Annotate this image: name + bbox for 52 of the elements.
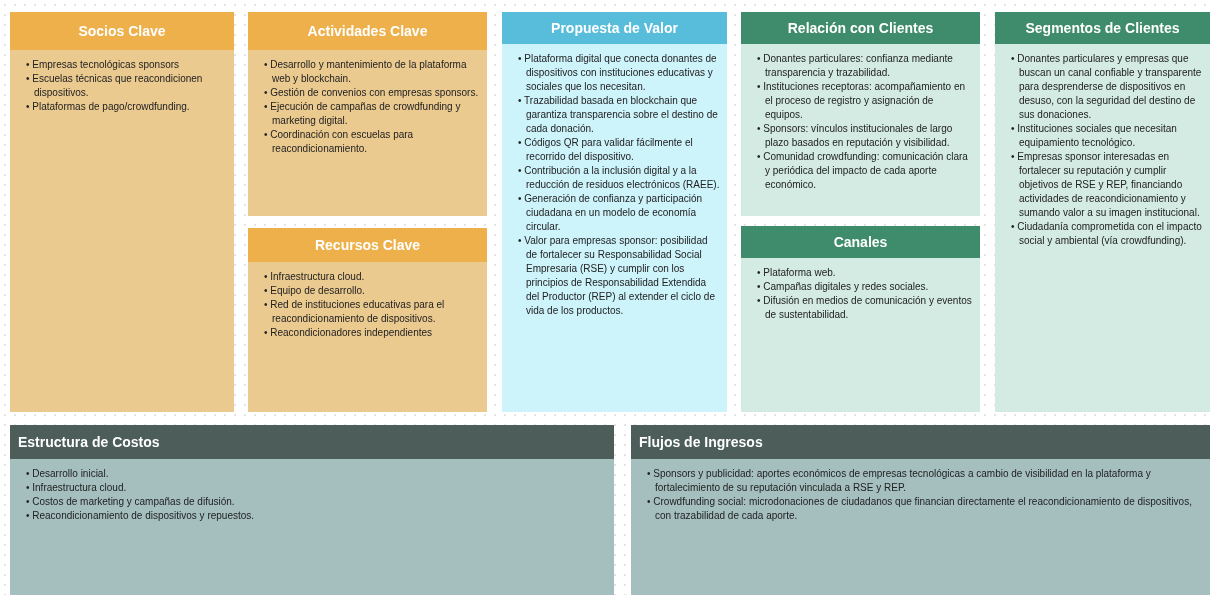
card-heading: Socios Clave xyxy=(10,12,234,50)
bullet-item: • Instituciones receptoras: acompañamiento en el proceso de registro y asignación de equipos. xyxy=(757,80,967,122)
bullet-item: • Valor para empresas sponsor: posibilidad de fortalecer su Responsabilidad Social Empresaria (RSE) y cumplir con los principios de Responsabilidad Extendida del Productor (REP) al extender el ciclo de vida de los productos. xyxy=(518,234,716,318)
bullet-item: • Comunidad crowdfunding: comunicación clara y periódica del impacto de cada aporte económico. xyxy=(757,150,969,192)
bullet-item: • Red de instituciones educativas para el reacondicionamiento de dispositivos. xyxy=(264,298,446,326)
bullet-item: • Códigos QR para validar fácilmente el recorrido del dispositivo. xyxy=(518,136,694,164)
canvas-card xyxy=(741,226,980,412)
canvas-card xyxy=(631,425,1210,595)
card-heading: Canales xyxy=(741,226,980,258)
bullet-item: • Escuelas técnicas que reacondicionen dispositivos. xyxy=(26,72,204,100)
bullet-item: • Ciudadanía comprometida con el impacto social y ambiental (vía crowdfunding). xyxy=(1011,220,1203,248)
card-heading: Segmentos de Clientes xyxy=(995,12,1210,44)
bullet-item: • Crowdfunding social: microdonaciones de ciudadanos que financian directamente el reacondicionamiento de dispositivos, con trazabilidad de cada aporte. xyxy=(647,495,1193,523)
canvas-card xyxy=(10,425,614,595)
bullet-item: • Generación de confianza y participación ciudadana en un modelo de economía circular. xyxy=(518,192,704,234)
canvas-card xyxy=(10,12,234,412)
canvas-card xyxy=(741,12,980,216)
card-heading: Relación con Clientes xyxy=(741,12,980,44)
bullet-item: • Trazabilidad basada en blockchain que garantiza transparencia sobre el destino de cada donación. xyxy=(518,94,719,136)
canvas-card xyxy=(502,12,727,412)
bullet-item: • Sponsors: vínculos institucionales de largo plazo basados en reputación y visibilidad. xyxy=(757,122,954,150)
bullet-item: • Infraestructura cloud. xyxy=(264,270,366,284)
bullet-item: • Empresas tecnológicas sponsors xyxy=(26,58,181,72)
bullet-item: • Plataformas de pago/crowdfunding. xyxy=(26,100,191,114)
bullet-item: • Donantes particulares: confianza mediante transparencia y trazabilidad. xyxy=(757,52,954,80)
bullet-item: • Reacondicionamiento de dispositivos y repuestos. xyxy=(26,509,256,523)
bullet-item: • Contribución a la inclusión digital y a la reducción de residuos electrónicos (RAEE). xyxy=(518,164,721,192)
card-heading: Recursos Clave xyxy=(248,228,487,262)
canvas-card xyxy=(995,12,1210,412)
bullet-item: • Sponsors y publicidad: aportes económicos de empresas tecnológicas a cambio de visibilidad en la plataforma y fortalecimiento de su reputación vinculada a RSE y REP. xyxy=(647,467,1152,495)
canvas-card xyxy=(248,12,487,216)
bullet-item: • Desarrollo y mantenimiento de la plataforma web y blockchain. xyxy=(264,58,468,86)
bullet-item: • Desarrollo inicial. xyxy=(26,467,110,481)
bullet-item: • Reacondicionadores independientes xyxy=(264,326,434,340)
bullet-item: • Difusión en medios de comunicación y eventos de sustentabilidad. xyxy=(757,294,973,322)
card-heading: Actividades Clave xyxy=(248,12,487,50)
bullet-item: • Equipo de desarrollo. xyxy=(264,284,366,298)
bullet-item: • Coordinación con escuelas para reacondicionamiento. xyxy=(264,128,415,156)
bullet-item: • Plataforma digital que conecta donantes de dispositivos con instituciones educativas y sociales que los necesitan. xyxy=(518,52,718,94)
bullet-item: • Infraestructura cloud. xyxy=(26,481,128,495)
bullet-item: • Costos de marketing y campañas de difusión. xyxy=(26,495,236,509)
canvas-card xyxy=(248,228,487,412)
bullet-item: • Donantes particulares y empresas que buscan un canal confiable y transparente para desprenderse de dispositivos en desuso, con la seguridad del destino de sus donaciones. xyxy=(1011,52,1203,122)
bullet-item: • Empresas sponsor interesadas en fortalecer su reputación y cumplir objetivos de RSE y REP, financiando actividades de reacondicionamiento y sumando valor a su imagen institucional. xyxy=(1011,150,1201,220)
bullet-item: • Campañas digitales y redes sociales. xyxy=(757,280,930,294)
bullet-item: • Plataforma web. xyxy=(757,266,837,280)
bullet-item: • Instituciones sociales que necesitan equipamiento tecnológico. xyxy=(1011,122,1178,150)
bullet-item: • Gestión de convenios con empresas sponsors. xyxy=(264,86,480,100)
card-heading: Estructura de Costos xyxy=(10,425,614,459)
card-heading: Propuesta de Valor xyxy=(502,12,727,44)
bullet-item: • Ejecución de campañas de crowdfunding y marketing digital. xyxy=(264,100,462,128)
card-heading: Flujos de Ingresos xyxy=(631,425,1210,459)
